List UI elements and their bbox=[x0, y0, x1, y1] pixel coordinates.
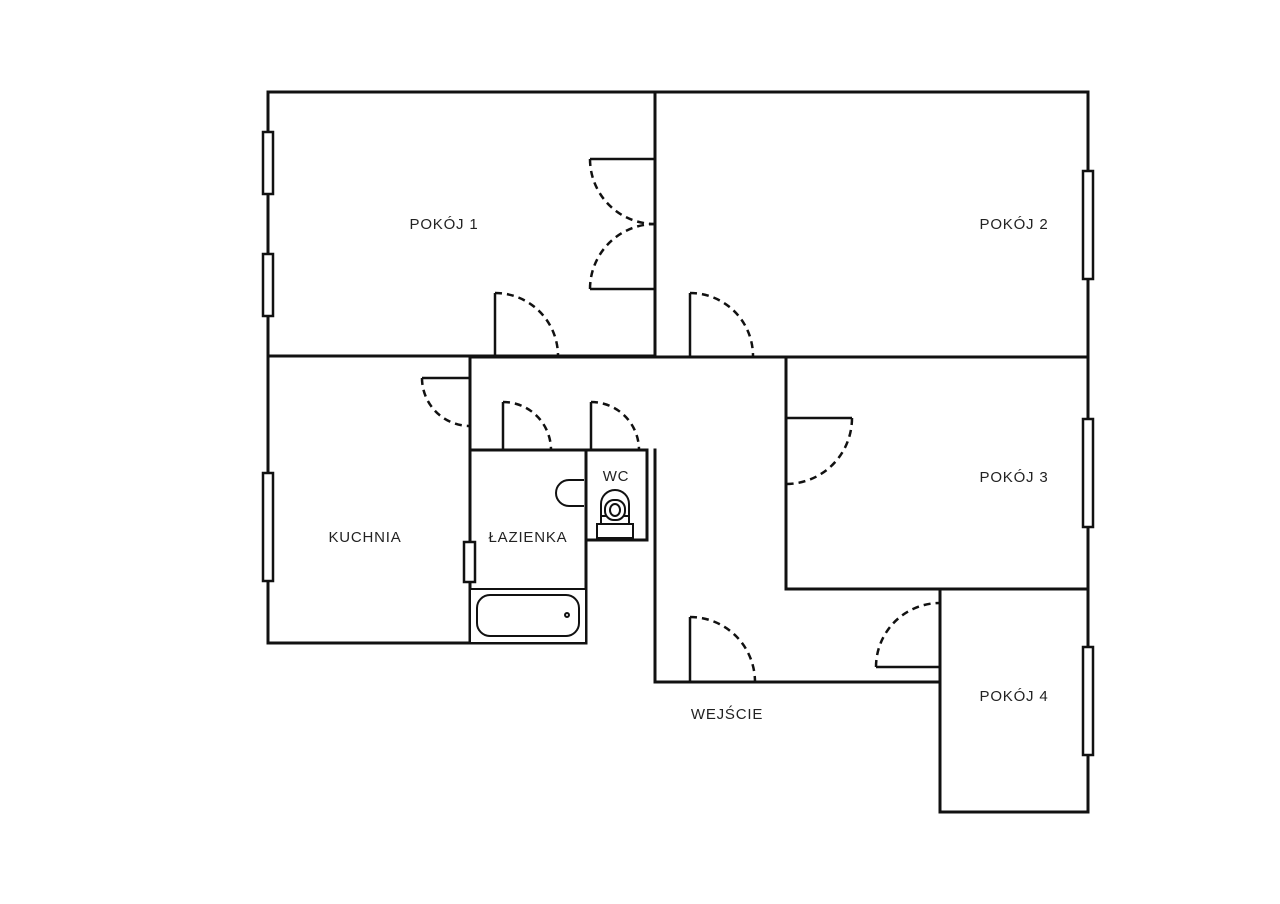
window-pokoj2 bbox=[1081, 169, 1095, 281]
door-pokoj1-pokoj2-double bbox=[588, 157, 656, 291]
label-pokoj2: POKÓJ 2 bbox=[980, 216, 1049, 233]
door-pokoj1 bbox=[493, 291, 560, 357]
wall-kuchnia bbox=[266, 354, 472, 645]
walls bbox=[266, 90, 1090, 814]
window-pokoj1-lower bbox=[261, 252, 275, 318]
window-pokoj1-upper bbox=[261, 130, 275, 196]
wall-wc bbox=[584, 448, 649, 542]
bathtub-icon bbox=[469, 588, 587, 644]
window-pokoj4 bbox=[1081, 645, 1095, 757]
window-pokoj3 bbox=[1081, 417, 1095, 529]
label-wc: WC bbox=[603, 468, 630, 485]
window-lazienka bbox=[462, 540, 477, 584]
doors bbox=[420, 157, 941, 683]
fixtures bbox=[469, 479, 634, 644]
label-lazienka: ŁAZIENKA bbox=[489, 529, 568, 546]
label-pokoj4: POKÓJ 4 bbox=[980, 688, 1049, 705]
window-kuchnia bbox=[261, 471, 275, 583]
windows bbox=[261, 130, 1095, 757]
door-lazienka bbox=[501, 400, 553, 451]
label-kuchnia: KUCHNIA bbox=[328, 529, 401, 546]
label-pokoj3: POKÓJ 3 bbox=[980, 469, 1049, 486]
wall-hall-corridor bbox=[653, 448, 942, 684]
door-pokoj2 bbox=[688, 291, 755, 357]
door-wc bbox=[589, 400, 641, 451]
label-wejscie: WEJŚCIE bbox=[691, 705, 763, 723]
label-pokoj1: POKÓJ 1 bbox=[410, 216, 479, 233]
washbasin-icon bbox=[555, 479, 584, 507]
door-kuchnia bbox=[420, 376, 471, 428]
room-labels: POKÓJ 1 POKÓJ 2 POKÓJ 3 POKÓJ 4 KUCHNIA … bbox=[328, 216, 1049, 723]
toilet-icon bbox=[596, 489, 634, 539]
door-pokoj3 bbox=[785, 416, 854, 486]
door-entrance bbox=[688, 615, 757, 683]
door-pokoj4 bbox=[874, 601, 941, 669]
